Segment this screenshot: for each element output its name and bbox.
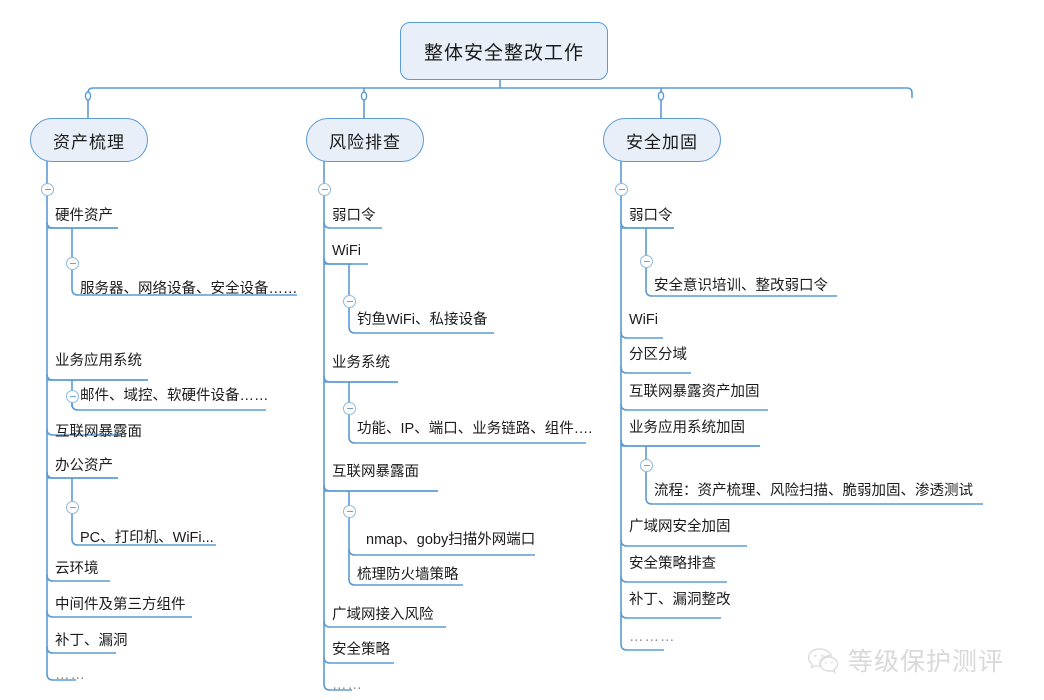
node-label-c1-i5[interactable]: 中间件及第三方组件	[55, 597, 186, 613]
node-label-c1-i0-c0[interactable]: 服务器、网络设备、安全设备……	[80, 281, 298, 297]
node-label-c3-i0-c0[interactable]: 安全意识培训、整改弱口令	[654, 278, 828, 294]
node-label-c3-i8[interactable]: ………	[629, 629, 676, 645]
branch-node-asset-inventory[interactable]: 资产梳理	[30, 118, 148, 162]
node-label-c2-i1-c0[interactable]: 钓鱼WiFi、私接设备	[357, 312, 488, 328]
node-label-c1-i7[interactable]: ……	[55, 667, 86, 683]
collapse-toggle-hardware-assets[interactable]	[66, 257, 79, 270]
collapse-toggle-business-app-systems[interactable]	[66, 390, 79, 403]
collapse-toggle-weak-password-harden[interactable]	[640, 255, 653, 268]
branch-node-security-hardening[interactable]: 安全加固	[603, 118, 721, 162]
node-label-c1-i3-c0[interactable]: PC、打印机、WiFi...	[80, 530, 214, 546]
node-label-c2-i2-c0[interactable]: 功能、IP、端口、业务链路、组件….	[357, 421, 593, 437]
node-label-c2-i0[interactable]: 弱口令	[332, 208, 376, 224]
node-label-c1-i0[interactable]: 硬件资产	[55, 208, 113, 224]
collapse-toggle-business-app-harden[interactable]	[640, 459, 653, 472]
collapse-toggle-internet-exposure-risk[interactable]	[343, 505, 356, 518]
node-label-c2-i3[interactable]: 互联网暴露面	[332, 464, 419, 480]
node-label-c1-i3[interactable]: 办公资产	[55, 458, 113, 474]
node-label-c2-i4[interactable]: 广域网接入风险	[332, 607, 434, 623]
wechat-icon	[807, 648, 839, 674]
node-label-c2-i3-c0[interactable]: nmap、goby扫描外网端口	[366, 532, 536, 548]
node-label-c3-i4-c0[interactable]: 流程：资产梳理、风险扫描、脆弱加固、渗透测试	[654, 483, 973, 499]
root-node[interactable]: 整体安全整改工作	[400, 22, 608, 80]
node-label-c3-i0[interactable]: 弱口令	[629, 208, 673, 224]
node-label-c3-i1[interactable]: WiFi	[629, 312, 658, 328]
node-label-c1-i2[interactable]: 互联网暴露面	[55, 424, 142, 440]
node-label-c2-i6[interactable]: ……	[332, 677, 363, 693]
watermark-text: 等级保护测评	[848, 648, 1005, 676]
node-label-c1-i4[interactable]: 云环境	[55, 561, 99, 577]
watermark: 等级保护测评	[806, 642, 1004, 678]
node-label-c1-i6[interactable]: 补丁、漏洞	[55, 633, 128, 649]
node-label-c3-i3[interactable]: 互联网暴露资产加固	[629, 384, 760, 400]
node-label-c2-i5[interactable]: 安全策略	[332, 642, 390, 658]
node-label-c1-i1-c0[interactable]: 邮件、域控、软硬件设备……	[80, 388, 269, 404]
node-label-c3-i4[interactable]: 业务应用系统加固	[629, 420, 745, 436]
collapse-toggle-branch-1[interactable]	[41, 183, 54, 196]
node-label-c1-i1[interactable]: 业务应用系统	[55, 353, 142, 369]
branch-node-risk-investigation[interactable]: 风险排查	[306, 118, 424, 162]
node-label-c3-i5[interactable]: 广域网安全加固	[629, 519, 731, 535]
collapse-toggle-wifi-risk[interactable]	[343, 295, 356, 308]
node-label-c3-i6[interactable]: 安全策略排查	[629, 556, 716, 572]
collapse-toggle-branch-2[interactable]	[318, 183, 331, 196]
node-label-c2-i1[interactable]: WiFi	[332, 243, 361, 259]
collapse-toggle-branch-3[interactable]	[615, 183, 628, 196]
node-label-c2-i2[interactable]: 业务系统	[332, 355, 390, 371]
node-label-c3-i2[interactable]: 分区分域	[629, 347, 687, 363]
node-label-c2-i3-c1[interactable]: 梳理防火墙策略	[357, 567, 459, 583]
collapse-toggle-business-system-risk[interactable]	[343, 402, 356, 415]
collapse-toggle-office-assets[interactable]	[66, 501, 79, 514]
node-label-c3-i7[interactable]: 补丁、漏洞整改	[629, 592, 731, 608]
